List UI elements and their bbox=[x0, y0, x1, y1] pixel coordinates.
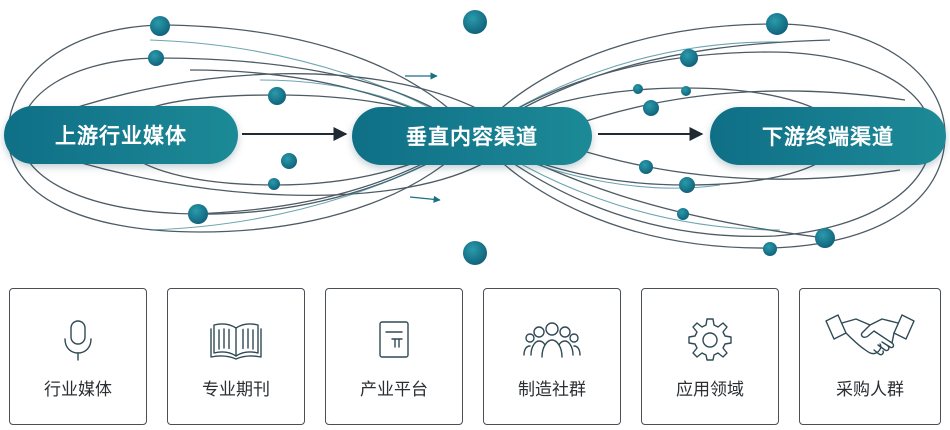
stage-upstream-media: 上游行业媒体 bbox=[4, 106, 238, 164]
channel-card-journals: 专业期刊 bbox=[167, 288, 305, 425]
channel-card-manufacturing-community: 制造社群 bbox=[483, 288, 621, 425]
stage-label: 上游行业媒体 bbox=[55, 124, 187, 148]
open-book-icon bbox=[168, 317, 304, 363]
stage-label: 下游终端渠道 bbox=[762, 125, 894, 149]
channel-label: 专业期刊 bbox=[202, 380, 270, 400]
channel-label: 行业媒体 bbox=[44, 380, 112, 400]
people-group-icon bbox=[484, 317, 620, 363]
stage-label: 垂直内容渠道 bbox=[406, 125, 538, 149]
channel-card-row: 行业媒体 专业期刊 产业平台 bbox=[0, 288, 950, 428]
handshake-icon bbox=[800, 311, 940, 363]
channel-label: 制造社群 bbox=[518, 380, 586, 400]
microphone-icon bbox=[10, 317, 146, 363]
channel-label: 应用领域 bbox=[676, 380, 744, 400]
channel-card-industry-platform: 产业平台 bbox=[325, 288, 463, 425]
channel-label: 采购人群 bbox=[836, 380, 904, 400]
channel-label: 产业平台 bbox=[360, 380, 428, 400]
document-icon bbox=[326, 317, 462, 363]
channel-card-application-fields: 应用领域 bbox=[641, 288, 779, 425]
channel-card-procurement-buyers: 采购人群 bbox=[799, 288, 941, 425]
channel-card-industry-media: 行业媒体 bbox=[9, 288, 147, 425]
gear-icon bbox=[642, 317, 778, 363]
stage-vertical-channels: 垂直内容渠道 bbox=[352, 107, 592, 165]
stage-downstream-terminals: 下游终端渠道 bbox=[710, 107, 946, 165]
